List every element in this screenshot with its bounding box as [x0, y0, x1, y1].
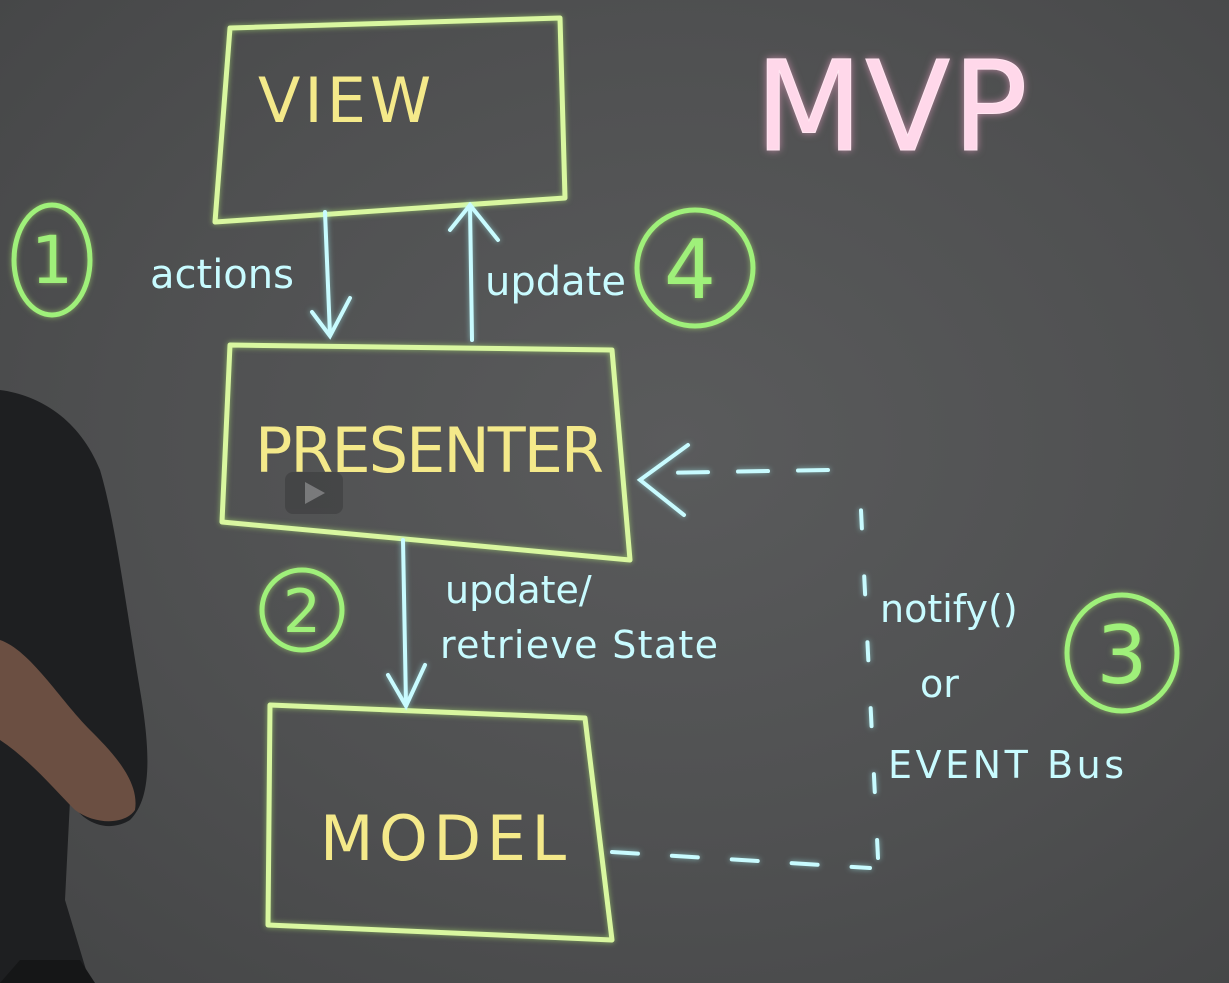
notify-dashed-arrow: [610, 443, 880, 870]
update-state-label-line1: update/: [445, 568, 592, 612]
play-icon: [305, 482, 325, 504]
view-box: [212, 15, 568, 225]
diagram-title: MVP: [755, 35, 1030, 180]
presenter-box: [219, 342, 633, 563]
step-4-marker: 4: [634, 207, 756, 329]
video-play-button[interactable]: [285, 472, 343, 514]
actions-label: actions: [150, 252, 294, 298]
notify-label-line1: notify(): [880, 587, 1018, 631]
step-1-number: 1: [31, 222, 73, 299]
update-view-label: update: [485, 259, 626, 305]
step-1-marker: 1: [11, 202, 93, 318]
view-label: VIEW: [258, 64, 435, 137]
update-state-label-line2: retrieve State: [440, 623, 718, 667]
update-state-arrow: [386, 538, 427, 711]
step-3-marker: 3: [1064, 592, 1180, 714]
update-view-arrow: [448, 201, 500, 342]
actions-arrow: [310, 210, 352, 340]
model-box: [265, 702, 615, 943]
presenter-person-silhouette: [0, 390, 148, 983]
step-2-marker: 2: [259, 567, 345, 653]
step-2-number: 2: [283, 577, 321, 647]
step-4-number: 4: [664, 223, 716, 318]
notify-label-line3: EVENT Bus: [888, 743, 1124, 787]
step-3-number: 3: [1097, 609, 1148, 702]
model-label: MODEL: [320, 802, 570, 875]
notify-label-line2: or: [920, 662, 959, 706]
